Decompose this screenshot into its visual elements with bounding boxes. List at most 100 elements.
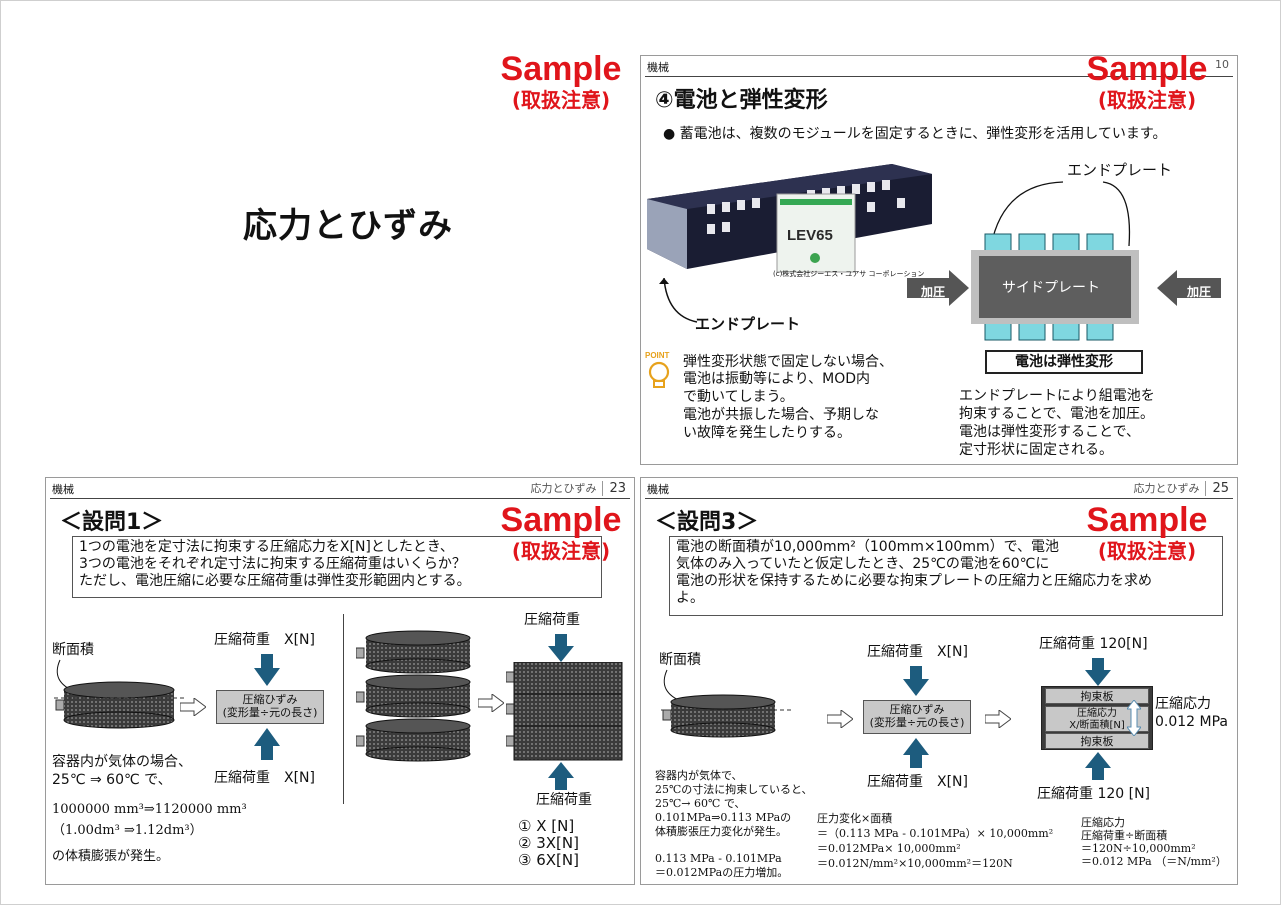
point-text-1: 弾性変形状態で固定しない場合、 [683,354,893,370]
point-label: POINT [645,351,670,360]
load-top-label: 圧縮荷重 X[N] [867,644,968,660]
double-arrow-icon [1127,700,1141,736]
right-load-bottom-label: 圧縮荷重 120 [N] [1037,786,1151,802]
sample-text: Sample [500,501,622,539]
slide-page-number: 応力とひずみ 23 [530,480,626,496]
sample-text: Sample [500,50,622,88]
strain-box: 圧縮ひずみ (変形量÷元の長さ) [216,690,324,724]
endplate-label-top: エンドプレート [1067,161,1173,179]
bullet-label: 蓄電池は、複数のモジュールを固定するときに、弾性変形を活用しています。 [679,126,1167,142]
sample-watermark-3: Sample (取扱注意) [494,503,628,561]
arrow-up-icon [1085,752,1111,780]
question-box: 電池の断面積が10,000mm²（100mm×100mm）で、電池 気体のみ入っ… [669,536,1223,616]
slide-question-1: 機械 応力とひずみ 23 ＜設問1＞ 1つの電池を定寸法に拘束する圧縮応力をX[N… [45,477,635,885]
bullet-text: ● 蓄電池は、複数のモジュールを固定するときに、弾性変形を活用しています。 [663,126,1167,142]
gas-text-1: 容器内が気体で、 [655,769,743,782]
diff-text-2: ＝0.012MPaの圧力増加。 [655,866,789,879]
right-load-top-label: 圧縮荷重 [524,612,580,628]
question-line-3: 電池の形状を保持するために必要な拘束プレートの圧縮力と圧縮応力を求め [676,573,1152,589]
volume-text-3: の体積膨張が発生。 [52,849,170,864]
stress-text-1: 圧縮応力 [1081,816,1125,829]
arrow-up-icon [548,762,574,790]
calc-text-3: ＝0.012MPa× 10,000mm² [817,842,961,855]
slide-category: 機械 [52,483,74,496]
question-line-2: 気体のみ入っていたと仮定したとき、25℃の電池を60℃に [676,556,1050,572]
divider [343,614,344,804]
restraint-plate-bottom: 拘束板 [1045,733,1149,749]
calc-text-1: 圧力変化×面積 [817,812,893,825]
stress-line-1: 圧縮応力 [1077,708,1117,719]
point-text-4: 電池が共振した場合、予期しな [683,407,879,423]
page-number: 23 [602,481,626,496]
stress-text-3: ＝120N÷10,000mm² [1081,842,1196,855]
arrow-up-icon [903,738,929,768]
handle-with-care-text: (取扱注意) [1097,539,1197,563]
stacked-batteries [356,630,471,762]
point-text-3: で動いてしまう。 [683,389,794,405]
sample-text: Sample [1086,501,1208,539]
strain-line-1: 圧縮ひずみ [889,703,945,716]
volume-text-1: 1000000 mm³⇒1120000 mm³ [52,802,247,817]
slide-page-number: 10 [1215,58,1229,71]
side-plate-label: サイドプレート [1002,280,1100,296]
handle-with-care-text: (取扱注意) [511,88,611,112]
single-battery-cylinder [661,694,791,738]
arrow-right-icon [827,710,853,728]
strain-line-2: (変形量÷元の長さ) [869,716,965,729]
gas-text-3: 25℃→ 60℃ で、 [655,797,746,810]
elastic-deformation-label: 電池は弾性変形 [985,350,1143,374]
slide-battery-elastic: 機械 10 ④電池と弾性変形 ● 蓄電池は、複数のモジュールを固定するときに、弾… [640,55,1238,465]
point-text-2: 電池は振動等により、MOD内 [683,371,871,387]
slide-heading: ＜設問1＞ [60,510,164,535]
question-line-1: 1つの電池を定寸法に拘束する圧縮応力をX[N]としたとき、 [79,539,454,555]
point-text-5: い故障を発生したりする。 [683,425,851,441]
press-label-left: 加圧 [921,285,946,299]
stress-text-2: 圧縮荷重÷断面積 [1081,829,1168,842]
gas-text-1: 容器内が気体の場合、 [52,754,192,770]
main-title: 応力とひずみ [243,206,453,246]
diff-text-1: 0.113 MPa - 0.101MPa [655,852,782,865]
slide-subtitle: 応力とひずみ [530,482,597,495]
question-line-2: 3つの電池をそれぞれ定寸法に拘束する圧縮荷重はいくらか？ [79,556,466,572]
strain-box: 圧縮ひずみ (変形量÷元の長さ) [863,700,971,734]
slide-heading: ④電池と弾性変形 [655,88,828,113]
right-load-top-label: 圧縮荷重 120[N] [1039,636,1148,652]
slide-category: 機械 [647,483,669,496]
slide-heading: ＜設問3＞ [655,510,759,535]
cross-section-label: 断面積 [52,642,94,658]
battery-module-image: LEV65 [647,164,932,273]
cross-section-label: 断面積 [659,652,701,668]
right-text-3: 電池は弾性変形することで、 [959,424,1141,440]
endplate-schematic [907,181,1221,341]
lightbulb-icon: POINT [641,348,681,400]
question-line-1: 電池の断面積が10,000mm²（100mm×100mm）で、電池 [676,539,1060,555]
arrow-down-icon [548,634,574,662]
page-number: 25 [1205,481,1229,496]
right-load-bottom-label: 圧縮荷重 [536,792,592,808]
load-top-label: 圧縮荷重 X[N] [214,632,315,648]
choice-3: ③ 6X[N] [518,851,579,869]
endplate-label-left: エンドプレート [695,315,801,333]
question-line-3: ただし、電池圧縮に必要な圧縮荷重は弾性変形範囲内とする。 [79,573,471,589]
press-label-right: 加圧 [1187,285,1212,299]
right-text-2: 拘束することで、電池を加圧。 [959,406,1155,422]
arrow-down-icon [254,654,280,686]
single-battery-cylinder [54,681,184,729]
strain-line-1: 圧縮ひずみ [242,693,298,706]
arrow-right-icon [985,710,1011,728]
gas-text-5: 体積膨張圧力変化が発生。 [655,825,787,838]
sample-watermark-2: Sample (取扱注意) [1080,52,1214,110]
page-number: 10 [1215,58,1229,71]
gas-text-4: 0.101MPa⇒0.113 MPaの [655,811,792,824]
calc-text-2: ＝（0.113 MPa - 0.101MPa）× 10,000mm² [817,827,1054,840]
calc-text-4: ＝0.012N/mm²×10,000mm²＝120N [817,857,1013,870]
handle-with-care-text: (取扱注意) [1097,88,1197,112]
arrow-down-icon [1085,658,1111,686]
endplate-pointer [659,278,698,323]
arrow-up-icon [254,728,280,760]
sample-text: Sample [1086,50,1208,88]
right-text-1: エンドプレートにより組電池を [959,388,1155,404]
strain-line-2: (変形量÷元の長さ) [222,706,318,719]
gas-text-2: 25℃ ⇒ 60℃ で、 [52,772,172,788]
